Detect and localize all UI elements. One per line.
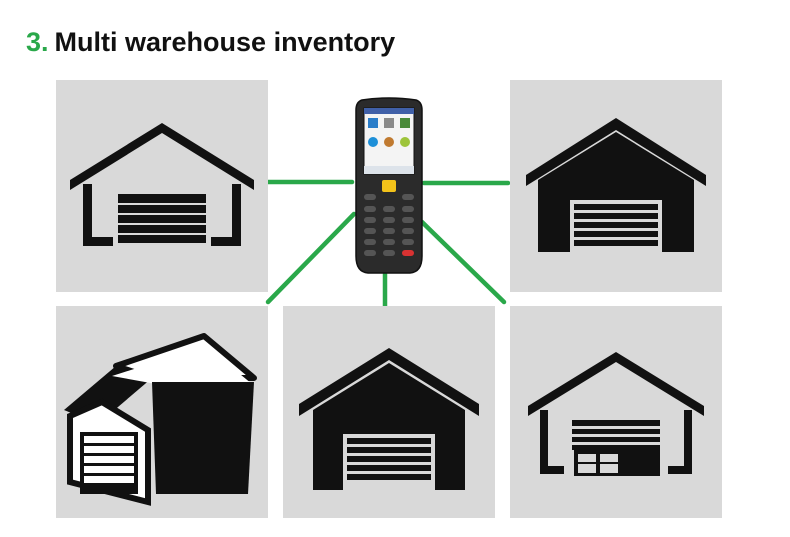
solid-warehouse-icon <box>526 118 706 252</box>
solid-warehouse-icon <box>299 348 479 490</box>
warehouse-panel-2 <box>510 80 722 292</box>
warehouse-panel-5 <box>510 306 722 518</box>
outline-warehouse-icon <box>70 123 254 246</box>
connector-bottom-right <box>419 219 507 305</box>
warehouse-store-icon <box>528 352 704 476</box>
title-number: 3. <box>26 27 49 57</box>
warehouse-panel-4 <box>283 306 495 518</box>
warehouse-panel-3 <box>56 306 268 518</box>
warehouse-panel-1 <box>56 80 268 292</box>
title-text: Multi warehouse inventory <box>54 27 396 57</box>
garage-house-icon <box>64 333 257 506</box>
page-title: 3.Multi warehouse inventory <box>26 22 395 62</box>
connector-bottom-left <box>265 211 357 305</box>
handheld-scanner-icon <box>355 97 423 274</box>
